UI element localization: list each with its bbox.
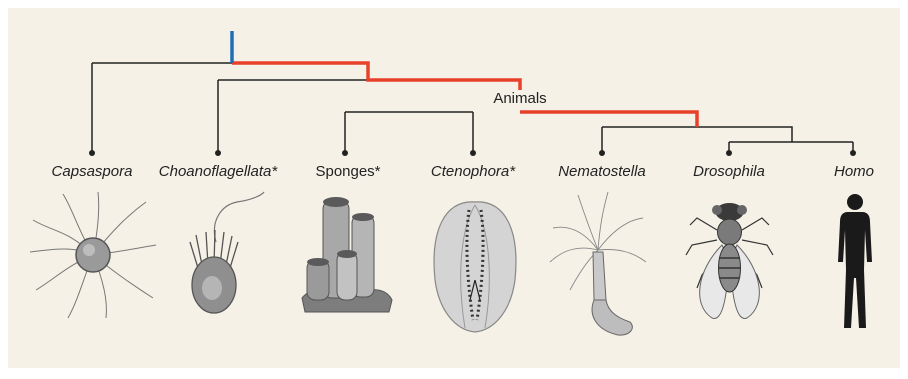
taxon-label-capsaspora: Capsaspora <box>52 163 133 180</box>
ctenophore-illustration <box>425 190 525 335</box>
choanoflagellate-illustration <box>182 190 267 325</box>
tip-node-sponges <box>342 150 348 156</box>
taxon-label-choanoflagellata: Choanoflagellata* <box>159 163 277 180</box>
taxon-label-nematostella: Nematostella <box>558 163 646 180</box>
taxon-label-drosophila: Drosophila <box>693 163 765 180</box>
tip-node-ctenophora <box>470 150 476 156</box>
clade-label-animals: Animals <box>490 90 549 107</box>
branch-fly-human <box>729 142 853 152</box>
fruit-fly-illustration <box>682 190 777 325</box>
highlight-path-red <box>232 63 697 127</box>
tip-node-homo <box>850 150 856 156</box>
taxon-label-homo: Homo <box>834 163 874 180</box>
sea-anemone-illustration <box>548 190 648 340</box>
branch-sponge-cteno <box>345 112 473 152</box>
taxon-label-sponges: Sponges* <box>315 163 380 180</box>
human-silhouette-illustration <box>830 190 880 335</box>
tip-node-choanoflagellata <box>215 150 221 156</box>
branch-choano <box>218 80 370 152</box>
branch-root-left <box>92 63 232 152</box>
branch-cnid-bilat <box>602 127 792 152</box>
tip-node-drosophila <box>726 150 732 156</box>
sponge-illustration <box>297 190 397 315</box>
capsaspora-cell-illustration <box>28 190 158 320</box>
tip-node-capsaspora <box>89 150 95 156</box>
taxon-label-ctenophora: Ctenophora* <box>431 163 515 180</box>
tip-node-nematostella <box>599 150 605 156</box>
